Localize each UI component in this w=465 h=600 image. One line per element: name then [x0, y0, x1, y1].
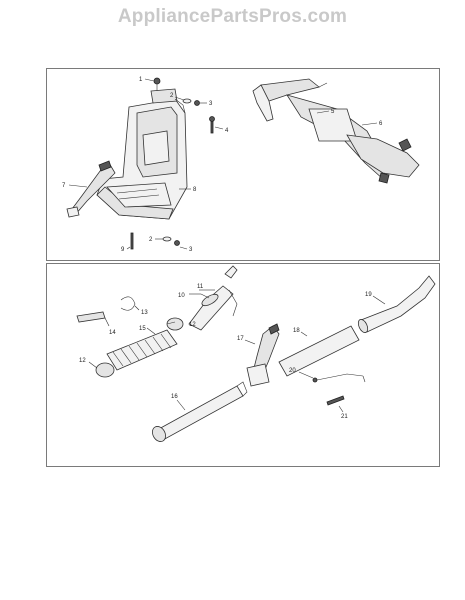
clamp-upper: [166, 317, 184, 331]
callout-8: 8: [193, 187, 197, 193]
elbow-tube: [188, 265, 238, 331]
frame-harness-drawing: 1 2 3 4 5 6 7 8 9 2 3: [62, 77, 420, 253]
callout-6: 6: [379, 121, 383, 127]
nozzle-tube: [357, 275, 436, 333]
callout-12-lower: 12: [79, 358, 86, 364]
throttle-handle: [246, 323, 280, 387]
callout-21: 21: [341, 414, 348, 420]
blower-tube-drawing: 10 11 12 13 14 15 12 16 17 18 19 20 21: [76, 265, 436, 442]
hose-strap: [76, 311, 106, 323]
bottom-leader-lines: [88, 289, 386, 413]
frame-harness-panel: 1 2 3 4 5 6 7 8 9 2 3: [46, 68, 440, 261]
retaining-clip: [120, 296, 136, 311]
callout-7: 7: [62, 183, 66, 189]
callout-9: 9: [121, 247, 125, 253]
callout-10: 10: [178, 293, 185, 299]
flex-hose: [106, 329, 178, 371]
callout-2: 2: [170, 93, 174, 99]
shoulder-harness: [252, 78, 420, 184]
callout-4: 4: [225, 128, 229, 134]
middle-tube: [278, 325, 360, 377]
lower-tube: [152, 381, 248, 442]
site-watermark: AppliancePartsPros.com: [117, 6, 348, 27]
callout-5: 5: [331, 109, 335, 115]
callout-14: 14: [109, 330, 116, 336]
callout-15: 15: [139, 326, 146, 332]
callout-20: 20: [289, 368, 296, 374]
callout-12-upper: 12: [189, 322, 196, 328]
callout-11: 11: [197, 284, 204, 290]
callout-13: 13: [141, 310, 148, 316]
callout-19: 19: [365, 292, 372, 298]
callout-3-lower: 3: [189, 247, 193, 253]
callout-2-lower: 2: [149, 237, 153, 243]
screw: [326, 395, 345, 406]
throttle-cable: [312, 373, 366, 383]
callout-16: 16: [171, 394, 178, 400]
blower-tube-panel: 10 11 12 13 14 15 12 16 17 18 19 20 21: [46, 263, 440, 467]
backpack-frame: [96, 88, 188, 220]
callout-1: 1: [139, 77, 143, 83]
bottom-fasteners: [130, 232, 180, 250]
clamp-lower: [95, 362, 115, 378]
callout-18: 18: [293, 328, 300, 334]
callout-17: 17: [237, 336, 244, 342]
top-leader-lines: [68, 78, 378, 250]
frame-strap: [66, 160, 116, 218]
callout-3: 3: [209, 101, 213, 107]
top-fasteners: [153, 77, 215, 134]
